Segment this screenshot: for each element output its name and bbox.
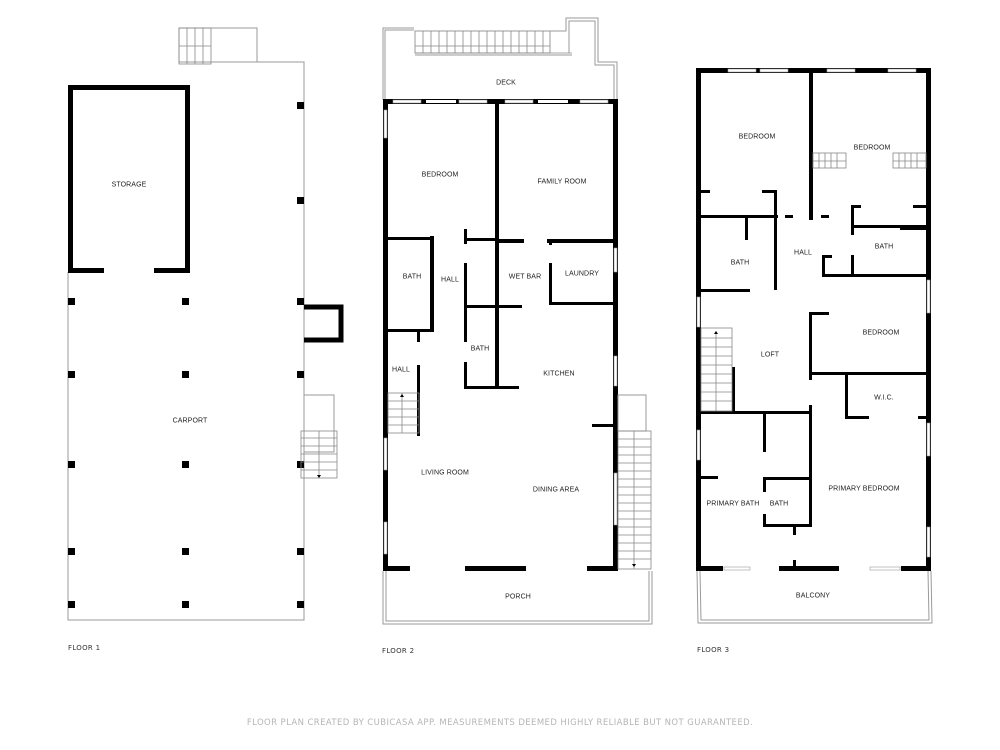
room-label-balcony: BALCONY bbox=[795, 592, 831, 600]
stairs-icon bbox=[178, 27, 212, 65]
room-label-bath: BATH bbox=[470, 345, 490, 353]
floor-1-label: FLOOR 1 bbox=[68, 644, 101, 652]
room-label-bedroom: BEDROOM bbox=[421, 171, 459, 179]
room-label-bedroom: BEDROOM bbox=[862, 329, 900, 337]
floor-1-plan bbox=[67, 27, 344, 621]
room-label-porch: PORCH bbox=[505, 593, 531, 601]
stairs-icon bbox=[387, 392, 420, 434]
room-label-dining-area: DINING AREA bbox=[532, 486, 580, 494]
room-label-hall: HALL bbox=[794, 249, 812, 257]
stairs-icon bbox=[415, 31, 572, 54]
room-label-bedroom: BEDROOM bbox=[738, 133, 776, 141]
stairs-icon bbox=[617, 430, 652, 570]
room-label-storage: STORAGE bbox=[111, 181, 147, 189]
floor-3-label: FLOOR 3 bbox=[697, 646, 730, 654]
room-label-hall: HALL bbox=[441, 276, 459, 284]
stairs-icon bbox=[812, 152, 927, 169]
room-label-bedroom: BEDROOM bbox=[853, 144, 891, 152]
room-label-primary-bath: PRIMARY BATH bbox=[706, 500, 760, 508]
room-label-deck: DECK bbox=[496, 79, 516, 87]
stairs-icon bbox=[700, 327, 733, 412]
room-label-family-room: FAMILY ROOM bbox=[537, 178, 587, 186]
room-label-bath: BATH bbox=[874, 243, 894, 251]
room-label-loft: LOFT bbox=[760, 351, 780, 359]
room-label-bath: BATH bbox=[402, 273, 422, 281]
room-label-wet-bar: WET BAR bbox=[508, 273, 542, 281]
room-label-kitchen: KITCHEN bbox=[543, 370, 575, 378]
room-label-primary-bedroom: PRIMARY BEDROOM bbox=[828, 485, 900, 493]
stairs-icon bbox=[300, 430, 338, 479]
room-label-living-room: LIVING ROOM bbox=[421, 469, 469, 477]
room-label-laundry: LAUNDRY bbox=[564, 270, 600, 278]
room-label-bath: BATH bbox=[769, 500, 789, 508]
room-label-wic: W.I.C. bbox=[874, 394, 894, 402]
floor-3-plan bbox=[696, 68, 933, 624]
room-label-bath: BATH bbox=[730, 259, 750, 267]
room-label-hall: HALL bbox=[392, 366, 410, 374]
floor-2-plan bbox=[382, 17, 653, 625]
column-posts bbox=[68, 102, 304, 608]
room-label-carport: CARPORT bbox=[172, 417, 208, 425]
disclaimer-footer: FLOOR PLAN CREATED BY CUBICASA APP. MEAS… bbox=[246, 718, 754, 728]
floor-2-label: FLOOR 2 bbox=[382, 647, 415, 655]
